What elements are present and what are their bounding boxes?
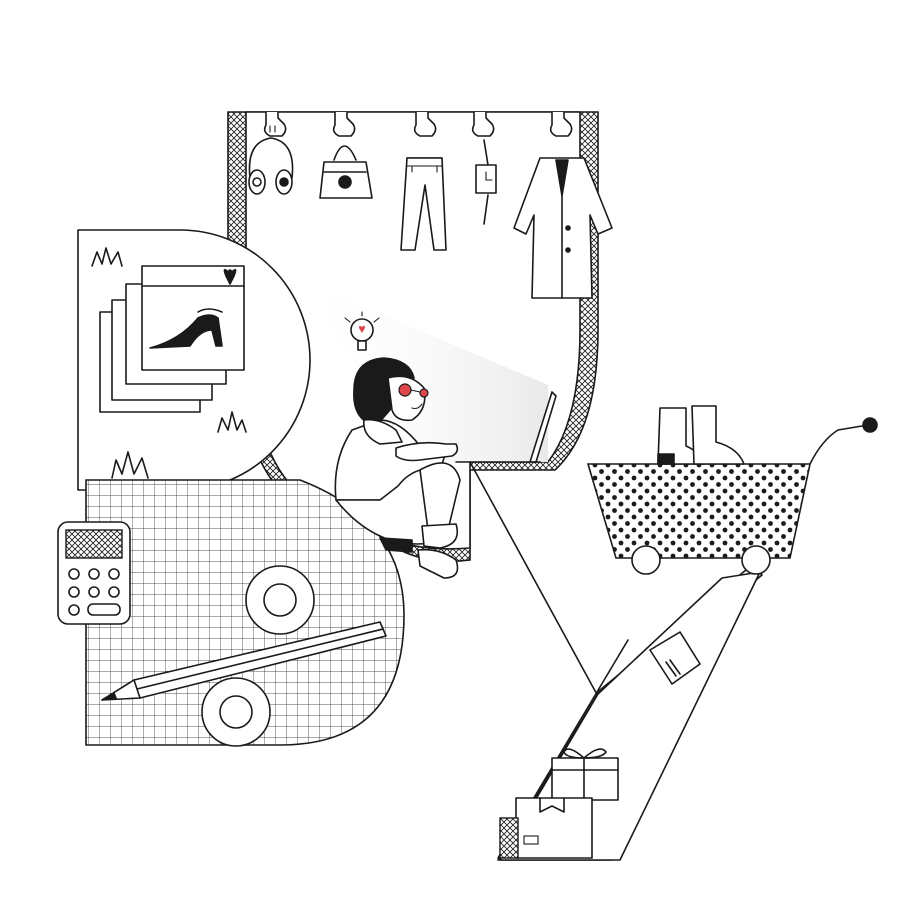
heart-icon[interactable] (223, 268, 237, 285)
parcel-icon (499, 797, 593, 859)
headphones-icon (248, 137, 294, 195)
shopper-figure (334, 311, 557, 579)
coat-icon (513, 157, 613, 299)
watch-icon (475, 139, 497, 225)
boots-icon (657, 405, 745, 465)
product-browser-panel (77, 229, 311, 491)
hand-jeans (413, 111, 437, 137)
grass-tuft-1 (91, 247, 123, 267)
shopping-cart-icon[interactable] (586, 417, 878, 575)
pencil-icon (101, 621, 387, 701)
jeans-icon (400, 157, 447, 251)
hand-coat (549, 111, 573, 137)
hand-watch (471, 111, 495, 137)
parcel-icon (649, 631, 701, 685)
lightbulb-icon (344, 311, 380, 351)
tape-roll-icon (201, 677, 271, 747)
gift-box-icon (551, 748, 619, 801)
hand-handbag (332, 111, 356, 137)
product-card-stack (99, 265, 245, 413)
high-heel-icon (149, 308, 223, 349)
tape-roll-icon (245, 565, 315, 635)
grass-tuft-3 (111, 451, 149, 479)
hand-headphones (263, 111, 287, 137)
handbag-icon (319, 145, 373, 199)
grass-tuft-2 (217, 411, 247, 433)
calculator-icon[interactable] (57, 521, 131, 625)
grid-paper-panel (57, 451, 405, 747)
